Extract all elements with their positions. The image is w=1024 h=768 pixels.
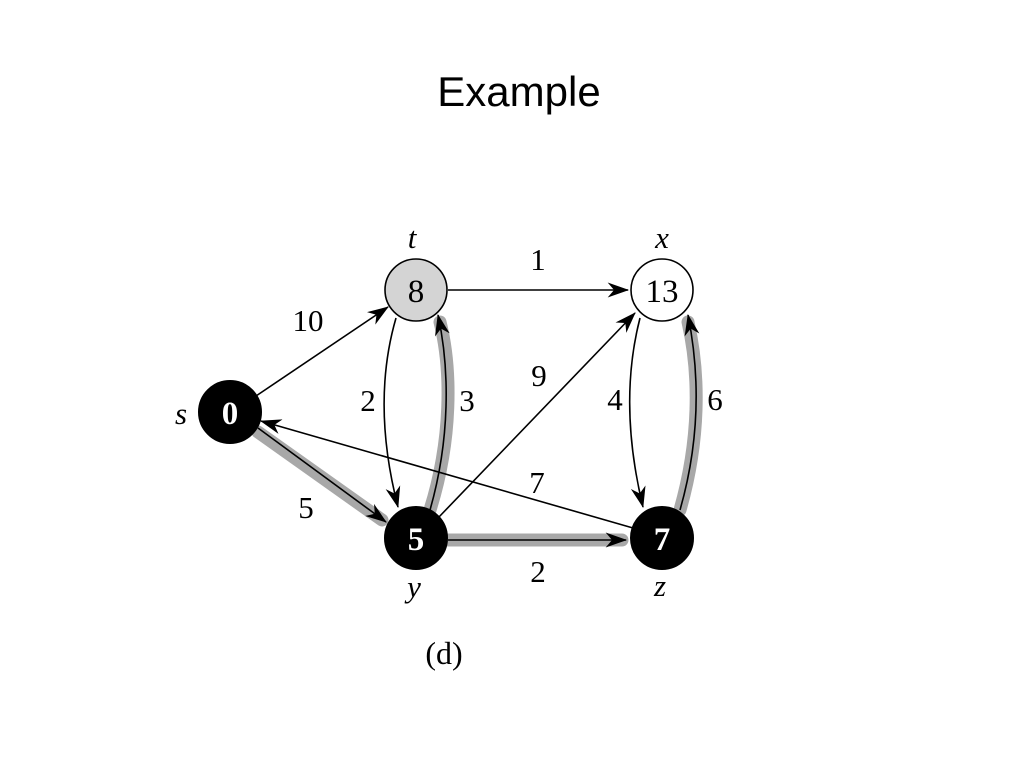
slide-title: Example <box>437 68 601 115</box>
vertex-s-label: s <box>175 396 187 431</box>
vertex-s: 0 s <box>175 380 262 444</box>
vertex-s-distance: 0 <box>222 396 239 432</box>
vertex-y-circle <box>384 506 448 570</box>
weight-t-y: 2 <box>360 383 376 418</box>
edge-s-y <box>257 427 387 523</box>
edge-t-y <box>383 317 401 509</box>
vertex-t-label: t <box>408 220 418 255</box>
vertex-y-distance: 5 <box>408 522 425 558</box>
shade-s-y <box>251 425 389 527</box>
edge-z-x <box>679 313 700 511</box>
figure-caption: (d) <box>425 635 462 671</box>
edge-y-t <box>429 313 450 511</box>
vertex-y: 5 y <box>384 506 448 604</box>
weight-y-x: 9 <box>531 358 547 393</box>
edge-z-s <box>259 419 634 529</box>
vertex-t-circle <box>384 258 448 322</box>
edge-y-x <box>437 312 636 519</box>
vertex-s-circle <box>198 380 262 444</box>
vertex-t: 8 t <box>384 220 448 322</box>
vertex-x: 13 x <box>630 220 694 322</box>
weight-z-x: 6 <box>707 382 723 417</box>
weight-z-s: 7 <box>529 465 545 500</box>
vertex-x-circle <box>630 258 694 322</box>
vertex-z-distance: 7 <box>654 522 671 558</box>
vertex-x-distance: 13 <box>646 274 679 310</box>
weight-y-t: 3 <box>459 383 475 418</box>
vertex-y-label: y <box>404 569 421 604</box>
weight-y-z: 2 <box>530 554 546 589</box>
weight-s-y: 5 <box>298 490 314 525</box>
vertex-t-distance: 8 <box>408 274 425 310</box>
vertex-x-label: x <box>654 220 669 255</box>
vertex-z-circle <box>630 506 694 570</box>
edge-x-z <box>628 317 646 509</box>
edges <box>255 282 700 548</box>
edge-weights: 10 5 1 2 3 9 2 4 6 7 <box>293 242 723 589</box>
edge-s-t <box>255 306 389 397</box>
vertex-z-label: z <box>653 568 666 603</box>
weight-s-t: 10 <box>293 303 324 338</box>
weight-x-z: 4 <box>607 382 623 417</box>
vertex-z: 7 z <box>630 506 694 603</box>
weight-t-x: 1 <box>530 242 546 277</box>
